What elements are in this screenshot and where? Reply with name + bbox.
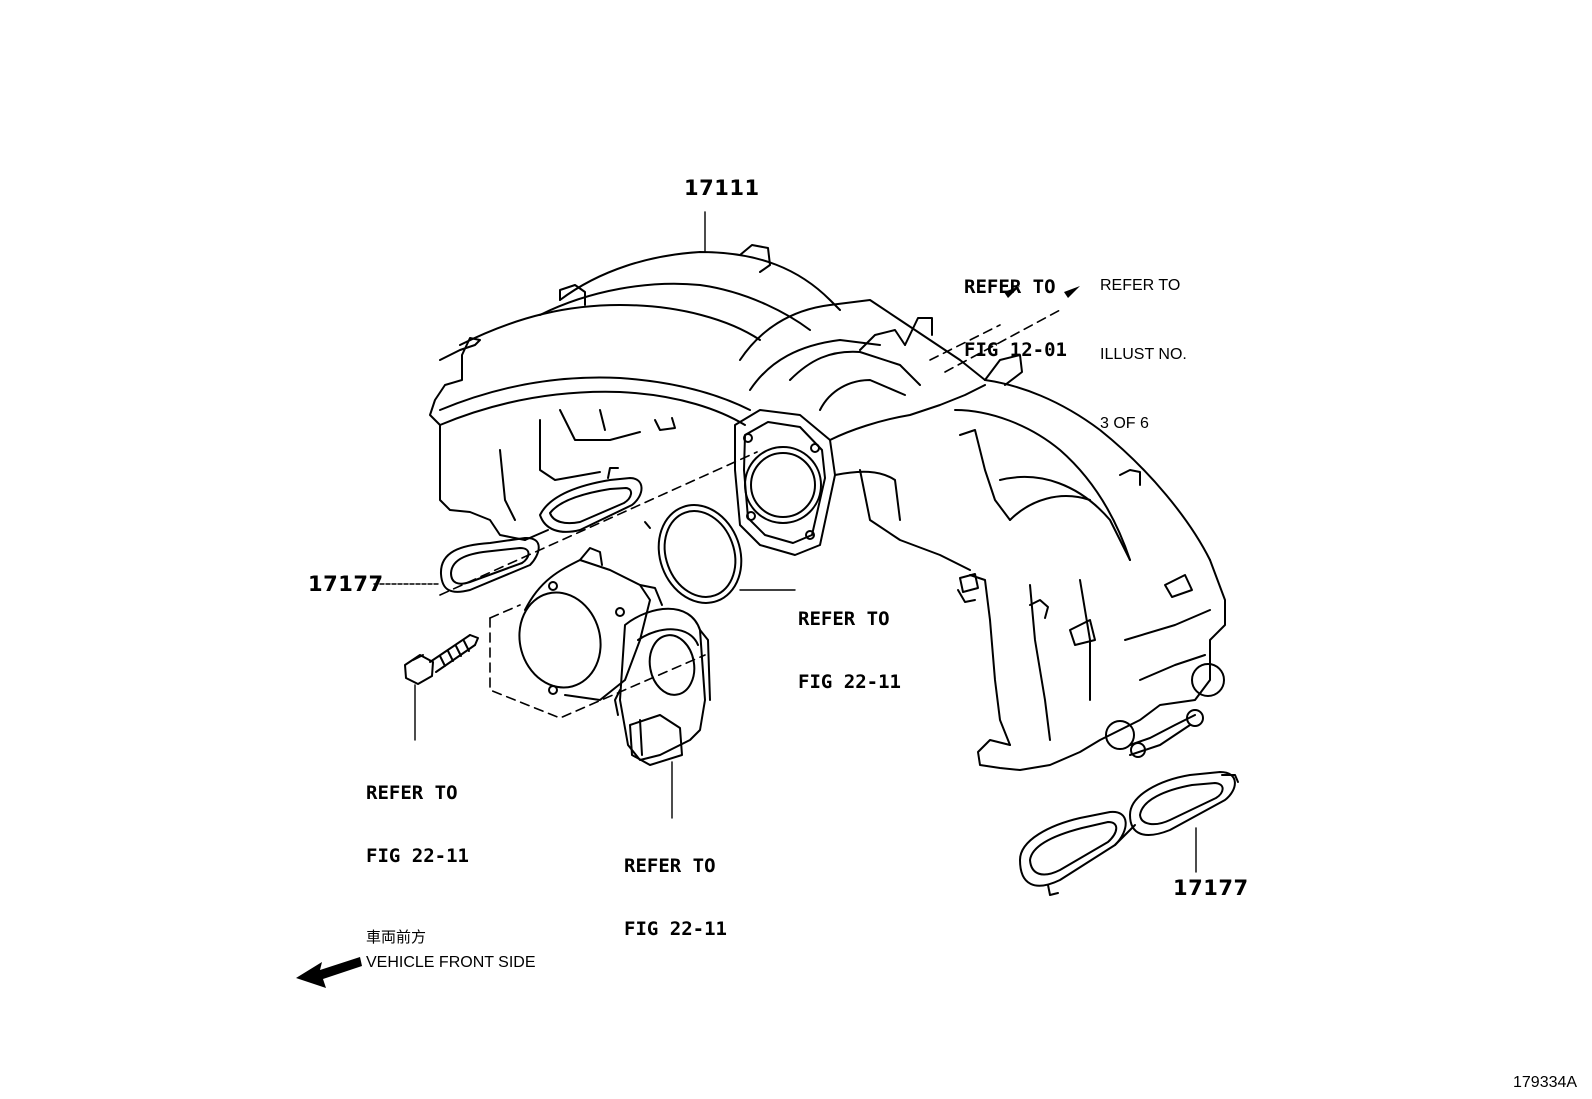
- intake-manifold: [429, 244, 1226, 771]
- refer-bolt-line-1: REFER TO: [366, 782, 458, 804]
- reference-arrows: [1004, 286, 1080, 298]
- refer-o-ring-line-1: REFER TO: [798, 608, 890, 630]
- throttle-o-ring: [644, 504, 743, 604]
- flange-bolt: [404, 634, 479, 685]
- refer-bolt-fig-22-11[interactable]: REFER TO FIG 22-11: [366, 741, 469, 909]
- gasket-left: [439, 467, 643, 593]
- refer-throttle-line-2: FIG 22-11: [624, 918, 727, 940]
- refer-o-ring-line-2: FIG 22-11: [798, 671, 901, 693]
- vehicle-front-english: VEHICLE FRONT SIDE: [366, 954, 536, 971]
- refer-throttle-line-1: REFER TO: [624, 855, 716, 877]
- refer-illust-3-of-6[interactable]: REFER TO ILLUST NO. 3 OF 6: [1100, 228, 1187, 481]
- refer-fig-12-01-line-1: REFER TO: [964, 276, 1056, 298]
- vehicle-front-japanese: 車両前方: [366, 928, 427, 946]
- refer-bolt-line-2: FIG 22-11: [366, 845, 469, 867]
- refer-throttle-fig-22-11[interactable]: REFER TO FIG 22-11: [624, 814, 727, 982]
- part-number-gasket-right[interactable]: 17177: [1173, 876, 1249, 900]
- throttle-body: [518, 547, 711, 766]
- part-number-gasket-left[interactable]: 17177: [308, 572, 384, 596]
- refer-illust-line-3: 3 OF 6: [1100, 415, 1149, 432]
- vehicle-front-arrow: [296, 957, 362, 988]
- refer-fig-12-01[interactable]: REFER TO FIG 12-01: [964, 235, 1067, 403]
- gasket-right: [1019, 771, 1239, 896]
- dashed-assembly-lines: [439, 309, 1061, 719]
- refer-illust-line-1: REFER TO: [1100, 277, 1181, 294]
- leader-lines: [373, 211, 1197, 873]
- part-number-manifold[interactable]: 17111: [684, 176, 760, 200]
- illustration-id: 179334A: [1513, 1074, 1578, 1091]
- refer-illust-line-2: ILLUST NO.: [1100, 346, 1187, 363]
- refer-fig-12-01-line-2: FIG 12-01: [964, 339, 1067, 361]
- refer-o-ring-fig-22-11[interactable]: REFER TO FIG 22-11: [798, 567, 901, 735]
